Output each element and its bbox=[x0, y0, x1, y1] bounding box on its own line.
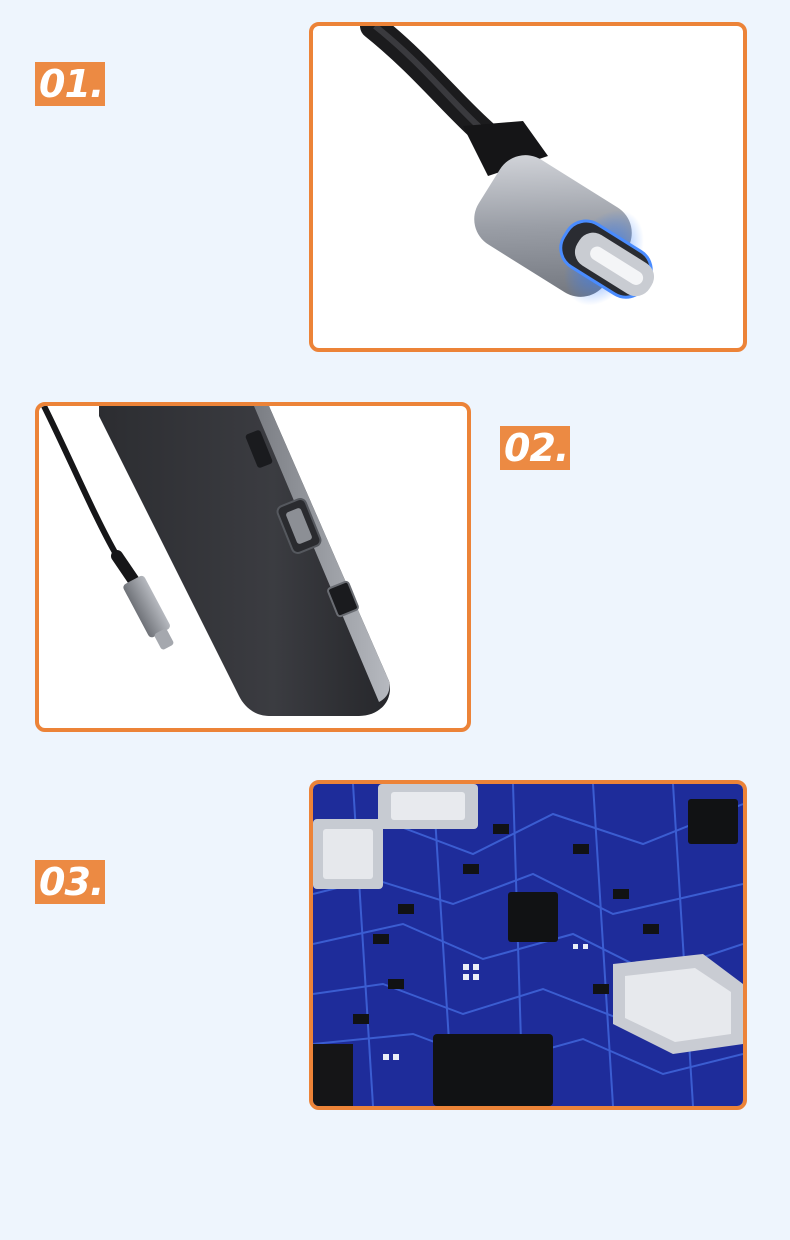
usb-c-connector-illustration bbox=[360, 26, 655, 306]
section-number-badge-2: 02. bbox=[500, 426, 571, 470]
section-number-badge-1: 01. bbox=[35, 62, 106, 106]
usb-c-connector-image bbox=[309, 22, 747, 352]
section-number-badge-3: 03. bbox=[35, 860, 106, 904]
usb-hub-side-image bbox=[35, 402, 471, 732]
circuit-board-image bbox=[309, 780, 747, 1110]
usb-hub-side-illustration bbox=[41, 406, 390, 716]
circuit-board-illustration bbox=[313, 784, 743, 1106]
